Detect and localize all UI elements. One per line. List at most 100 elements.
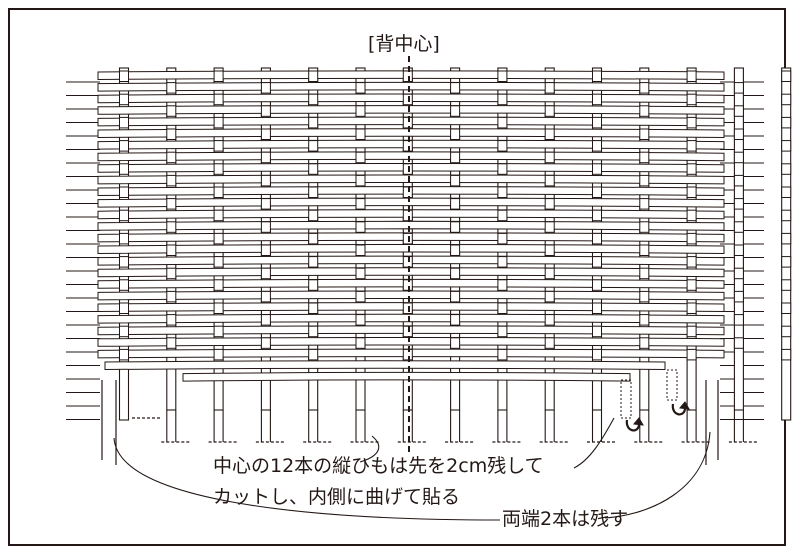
strip-over-crossing <box>544 128 555 140</box>
strip-over-crossing <box>450 244 461 256</box>
strip-over-crossing <box>544 290 555 303</box>
strip-over-crossing <box>686 232 697 245</box>
strip-over-crossing <box>450 337 461 349</box>
strip-over-crossing <box>355 290 366 303</box>
horizontal-row <box>97 174 725 185</box>
strip-over-crossing <box>639 82 650 94</box>
strip-over-crossing <box>260 198 271 210</box>
strip-over-crossing <box>119 232 129 245</box>
strip-over-crossing <box>544 198 555 210</box>
strip-over-crossing <box>733 82 744 94</box>
strip-over-crossing <box>450 314 461 326</box>
strip-over-crossing <box>781 232 792 245</box>
strip-over-crossing <box>308 116 319 129</box>
strip-over-crossing <box>213 163 224 175</box>
leader-instruction <box>359 435 380 463</box>
strip-over-crossing <box>213 209 224 222</box>
strip-over-crossing <box>402 348 413 361</box>
strip-over-crossing <box>592 348 602 361</box>
strip-over-crossing <box>119 279 129 291</box>
strip-over-crossing <box>213 116 224 129</box>
strip-over-crossing <box>308 348 319 361</box>
strip-over-crossing <box>260 105 271 117</box>
strip-over-crossing <box>497 232 508 245</box>
strip-over-crossing <box>260 174 271 187</box>
strip-over-crossing <box>402 256 413 268</box>
strip-over-crossing <box>166 82 177 94</box>
strip-over-crossing <box>355 221 366 233</box>
strip-over-crossing <box>639 221 650 233</box>
horizontal-row <box>97 220 725 231</box>
strip-over-crossing <box>213 70 224 82</box>
strip-over-crossing <box>686 93 697 106</box>
strip-over-crossing <box>355 82 366 94</box>
strip-over-crossing <box>639 267 650 280</box>
horizontal-row <box>97 267 725 278</box>
strip-over-crossing <box>497 348 508 361</box>
strip-over-crossing <box>592 209 602 222</box>
strip-over-crossing <box>686 279 697 291</box>
strip-over-crossing <box>308 186 319 198</box>
strip-over-crossing <box>213 256 224 268</box>
strip-over-crossing <box>119 348 129 361</box>
strip-over-crossing <box>639 198 650 210</box>
horizontal-row <box>97 244 725 255</box>
strip-over-crossing <box>450 267 461 280</box>
strip-over-crossing <box>544 267 555 280</box>
strip-over-crossing <box>260 128 271 140</box>
strip-over-crossing <box>686 348 697 361</box>
back-center-label: [背中心] <box>368 33 440 55</box>
strip-over-crossing <box>686 325 697 338</box>
strip-over-crossing <box>308 70 319 82</box>
strip-over-crossing <box>402 209 413 222</box>
strip-over-crossing <box>308 232 319 245</box>
strip-over-crossing <box>450 128 461 140</box>
strip-over-crossing <box>213 186 224 198</box>
strip-over-crossing <box>781 256 792 268</box>
strip-over-crossing <box>592 256 602 268</box>
horizontal-row <box>182 371 631 382</box>
strip-over-crossing <box>781 93 792 106</box>
strip-over-crossing <box>733 151 744 164</box>
strip-over-crossing <box>686 256 697 268</box>
strip-over-crossing <box>497 93 508 106</box>
strip-over-crossing <box>733 128 744 140</box>
strip-over-crossing <box>592 186 602 198</box>
strip-over-crossing <box>308 209 319 222</box>
strip-over-crossing <box>733 244 744 256</box>
strip-over-crossing <box>308 279 319 291</box>
strip-over-crossing <box>119 325 129 338</box>
strip-over-crossing <box>497 279 508 291</box>
strip-over-crossing <box>166 267 177 280</box>
strip-over-crossing <box>639 105 650 117</box>
strip-over-crossing <box>733 337 744 349</box>
ends-note-label: 両端2本は残す <box>502 508 629 530</box>
strip-over-crossing <box>781 163 792 175</box>
strip-over-crossing <box>355 151 366 164</box>
strip-over-crossing <box>355 337 366 349</box>
strip-over-crossing <box>781 348 792 361</box>
strip-over-crossing <box>450 82 461 94</box>
strip-over-crossing <box>260 314 271 326</box>
horizontal-row <box>97 313 725 324</box>
strip-over-crossing <box>450 151 461 164</box>
strip-over-crossing <box>166 128 177 140</box>
strip-over-crossing <box>497 70 508 82</box>
strip-over-crossing <box>497 116 508 129</box>
strip-over-crossing <box>544 82 555 94</box>
strip-over-crossing <box>355 128 366 140</box>
strip-over-crossing <box>781 209 792 222</box>
strip-over-crossing <box>119 140 129 152</box>
strip-over-crossing <box>402 279 413 291</box>
horizontal-row <box>97 81 725 92</box>
strip-over-crossing <box>402 140 413 152</box>
strip-over-crossing <box>213 302 224 314</box>
strip-over-crossing <box>733 198 744 210</box>
strip-over-crossing <box>450 105 461 117</box>
strip-over-crossing <box>166 314 177 326</box>
horizontal-row <box>97 151 725 162</box>
strip-over-crossing <box>308 93 319 106</box>
strip-over-crossing <box>781 302 792 314</box>
strip-over-crossing <box>450 174 461 187</box>
